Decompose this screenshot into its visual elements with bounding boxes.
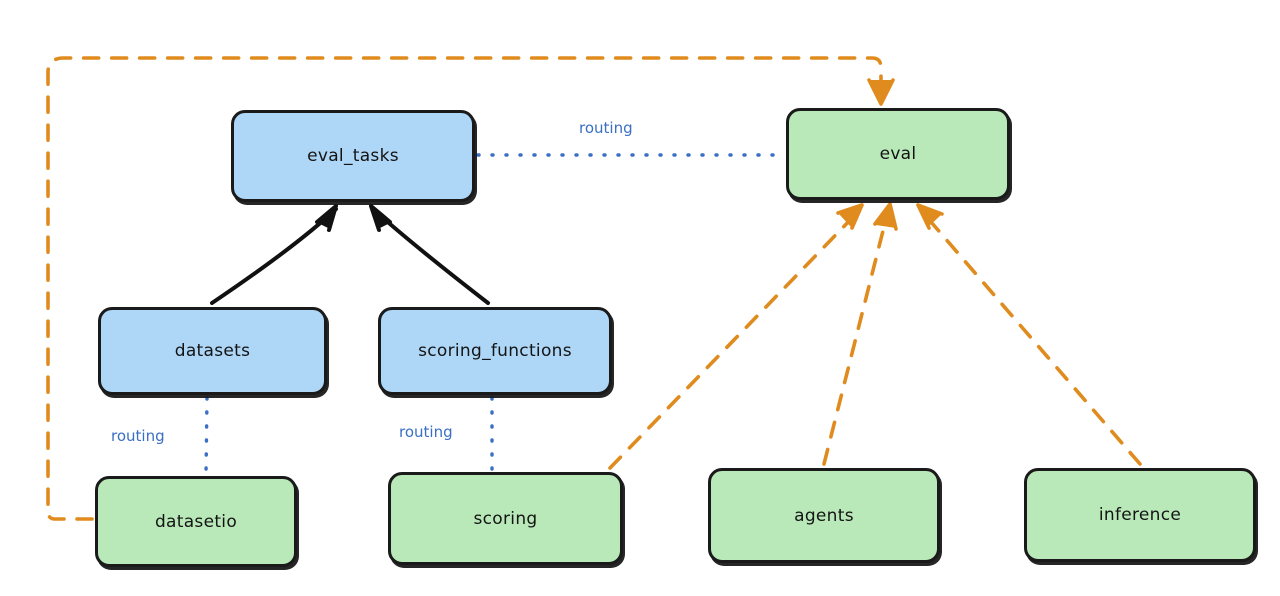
node-label: inference <box>1098 505 1182 525</box>
dependency-edge-scoring-eval <box>608 203 864 470</box>
composition-edge-datasets-eval_tasks <box>210 204 338 305</box>
node-scoring[interactable]: scoring <box>388 472 623 565</box>
node-agents[interactable]: agents <box>708 468 940 563</box>
node-label: eval_tasks <box>307 146 399 166</box>
node-label: agents <box>794 505 854 526</box>
node-inference[interactable]: inference <box>1024 468 1256 562</box>
node-label: scoring_functions <box>418 341 572 361</box>
dependency-edge-datasetio-eval <box>46 56 895 521</box>
node-label: eval <box>879 144 917 164</box>
edge-label-routing-eval-tasks-eval: routing <box>579 119 633 137</box>
node-datasetio[interactable]: datasetio <box>95 476 297 567</box>
routing-edge-datasets-datasetio <box>204 396 209 476</box>
node-eval-tasks[interactable]: eval_tasks <box>231 110 475 202</box>
edge-label-routing-datasets-datasetio: routing <box>111 427 165 445</box>
node-label: datasetio <box>154 511 238 532</box>
composition-edge-scoring_functions-eval_tasks <box>369 204 490 305</box>
node-eval[interactable]: eval <box>786 108 1010 200</box>
edge-label-routing-scoring-functions-scoring: routing <box>399 423 453 441</box>
dependency-edge-agents-eval <box>822 202 898 466</box>
node-label: scoring <box>473 508 538 529</box>
node-label: datasets <box>174 341 251 361</box>
node-scoring-functions[interactable]: scoring_functions <box>378 307 612 395</box>
dependency-edge-inference-eval <box>916 203 1142 466</box>
node-datasets[interactable]: datasets <box>98 307 327 395</box>
